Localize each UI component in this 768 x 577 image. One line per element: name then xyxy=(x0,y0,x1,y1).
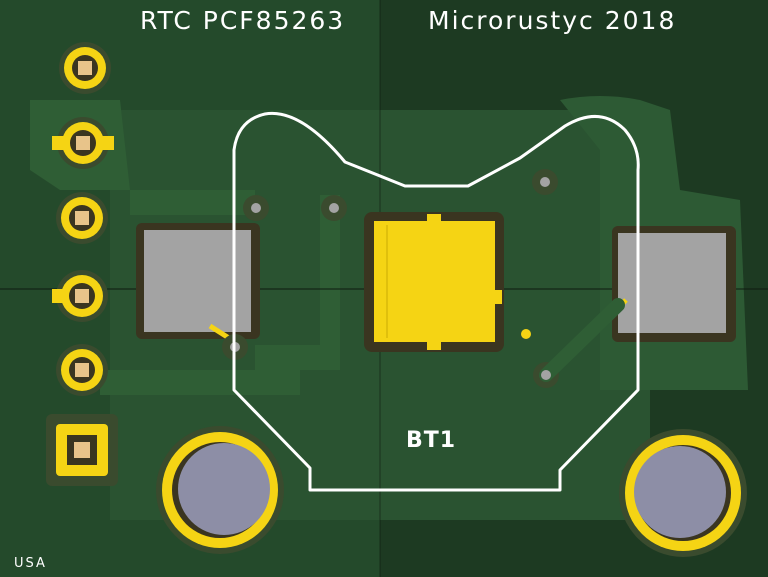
mounting-hole-left xyxy=(156,426,284,554)
test-point xyxy=(521,329,531,339)
center-pad-tab-top xyxy=(427,214,441,224)
copper-trace-top xyxy=(130,190,255,215)
center-pad-tab-right xyxy=(492,290,502,304)
center-pad-tab-bottom xyxy=(427,340,441,350)
center-pad xyxy=(374,221,495,342)
copper-trace-bottom xyxy=(100,370,300,395)
battery-holder-outline xyxy=(232,111,640,492)
board-title-author: Microrustyc 2018 xyxy=(428,6,677,35)
header-pin-1 xyxy=(59,42,111,94)
component-reference-label: BT1 xyxy=(406,428,457,453)
header-pin-3 xyxy=(56,192,108,244)
country-label: USA xyxy=(14,556,47,571)
header-pins xyxy=(46,42,118,486)
board-title-chip: RTC PCF85263 xyxy=(140,6,346,35)
battery-pad-right xyxy=(618,233,726,333)
via-trace-right xyxy=(539,298,625,382)
mounting-hole-right xyxy=(619,429,747,557)
header-pin-2 xyxy=(52,117,114,169)
header-pin-4 xyxy=(52,270,108,322)
header-pin-6 xyxy=(46,414,118,486)
header-pin-5 xyxy=(56,344,108,396)
